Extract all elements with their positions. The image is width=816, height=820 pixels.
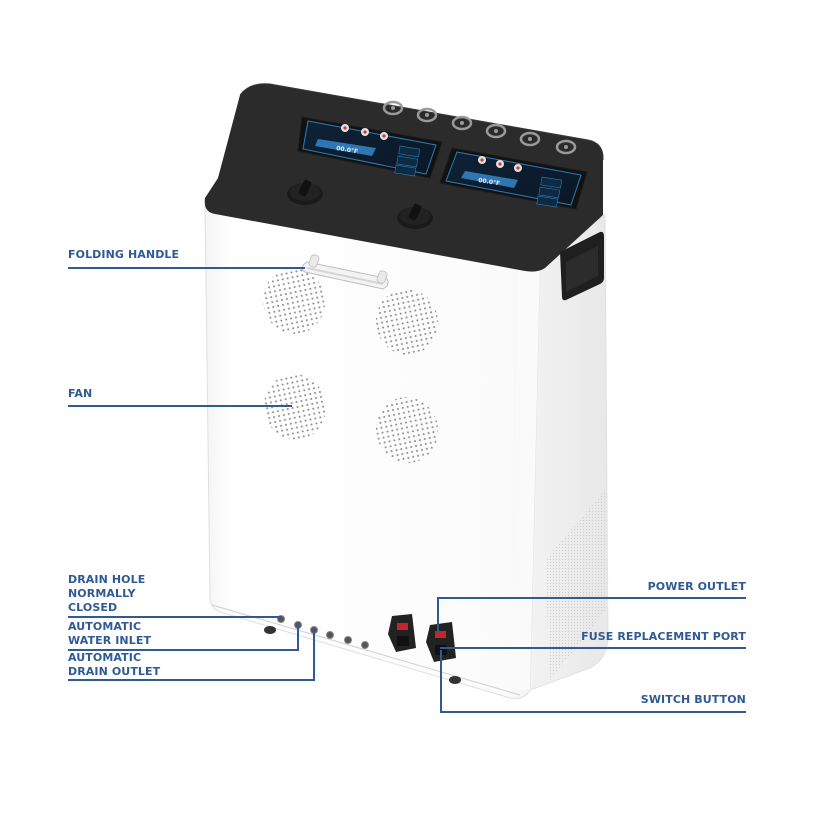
label-drain-hole: DRAIN HOLE NORMALLY CLOSED bbox=[68, 573, 145, 615]
fans bbox=[262, 268, 439, 463]
label-drain-hole-line-3: CLOSED bbox=[68, 601, 118, 614]
line-switch-button bbox=[440, 650, 746, 713]
foot-left bbox=[264, 626, 276, 634]
label-drain-outlet-line-2: DRAIN OUTLET bbox=[68, 665, 161, 678]
label-water-inlet-line-1: AUTOMATIC bbox=[68, 620, 142, 633]
touch-button-4[interactable] bbox=[485, 123, 507, 139]
port-4[interactable] bbox=[326, 631, 334, 639]
label-switch-button: SWITCH BUTTON bbox=[640, 693, 746, 706]
label-water-inlet: AUTOMATIC WATER INLET bbox=[68, 620, 151, 648]
touch-button-1[interactable] bbox=[382, 100, 404, 116]
callout-lines bbox=[68, 267, 746, 713]
port-5[interactable] bbox=[344, 636, 352, 644]
line-water-inlet bbox=[68, 625, 299, 651]
switch-indicator[interactable] bbox=[435, 631, 446, 638]
line-drain-outlet bbox=[68, 630, 315, 681]
touch-button-5[interactable] bbox=[519, 131, 541, 147]
right-knob[interactable] bbox=[397, 203, 433, 229]
fan-grille-bottom-left bbox=[263, 374, 327, 440]
label-drain-hole-line-2: NORMALLY bbox=[68, 587, 136, 600]
right-touchscreen[interactable]: 00.0°F bbox=[439, 147, 588, 210]
fan-grille-bottom-right bbox=[375, 397, 439, 463]
label-power-outlet: POWER OUTLET bbox=[647, 580, 746, 593]
fan-grille-top-right bbox=[375, 289, 439, 355]
touch-button-3[interactable] bbox=[451, 115, 473, 131]
label-water-inlet-line-2: WATER INLET bbox=[68, 634, 152, 647]
svg-text:00.0°F: 00.0°F bbox=[478, 177, 501, 187]
foot-right bbox=[449, 676, 461, 684]
label-folding-handle: FOLDING HANDLE bbox=[68, 248, 180, 261]
left-knob[interactable] bbox=[287, 179, 323, 205]
port-6[interactable] bbox=[361, 641, 369, 649]
label-drain-hole-line-1: DRAIN HOLE bbox=[68, 573, 146, 586]
label-fan: FAN bbox=[68, 387, 93, 400]
label-fuse-port: FUSE REPLACEMENT PORT bbox=[581, 630, 746, 643]
line-power-outlet bbox=[437, 597, 746, 634]
left-touchscreen[interactable]: 00.0°F bbox=[297, 116, 443, 179]
side-vent bbox=[545, 490, 606, 680]
fan-grille-top-left bbox=[262, 268, 326, 334]
folding-handle[interactable] bbox=[301, 254, 389, 290]
touch-button-6[interactable] bbox=[555, 139, 577, 155]
touch-button-2[interactable] bbox=[416, 107, 438, 123]
top-control-panel: 00.0°F 00.0°F bbox=[204, 83, 604, 272]
touch-buttons bbox=[382, 100, 577, 155]
label-drain-outlet: AUTOMATIC DRAIN OUTLET bbox=[68, 651, 160, 679]
label-drain-outlet-line-1: AUTOMATIC bbox=[68, 651, 142, 664]
side-carry-handle[interactable] bbox=[560, 231, 604, 301]
svg-text:00.0°F: 00.0°F bbox=[336, 145, 359, 155]
power-module-left[interactable] bbox=[388, 614, 416, 652]
